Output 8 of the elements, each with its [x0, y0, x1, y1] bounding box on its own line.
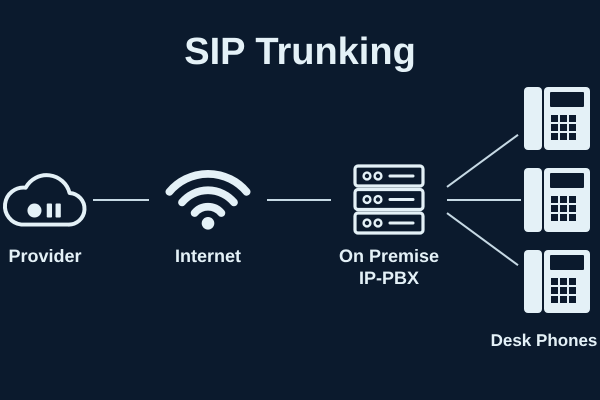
- node-label: Internet: [174, 245, 241, 267]
- title: SIP Trunking: [184, 30, 416, 74]
- connector-line: [267, 199, 331, 201]
- connector-line: [447, 199, 521, 201]
- connector-line: [93, 199, 149, 201]
- group-label: Desk Phones: [490, 330, 598, 352]
- node-label: Provider: [8, 245, 82, 267]
- node-label: On Premise IP-PBX: [338, 245, 440, 289]
